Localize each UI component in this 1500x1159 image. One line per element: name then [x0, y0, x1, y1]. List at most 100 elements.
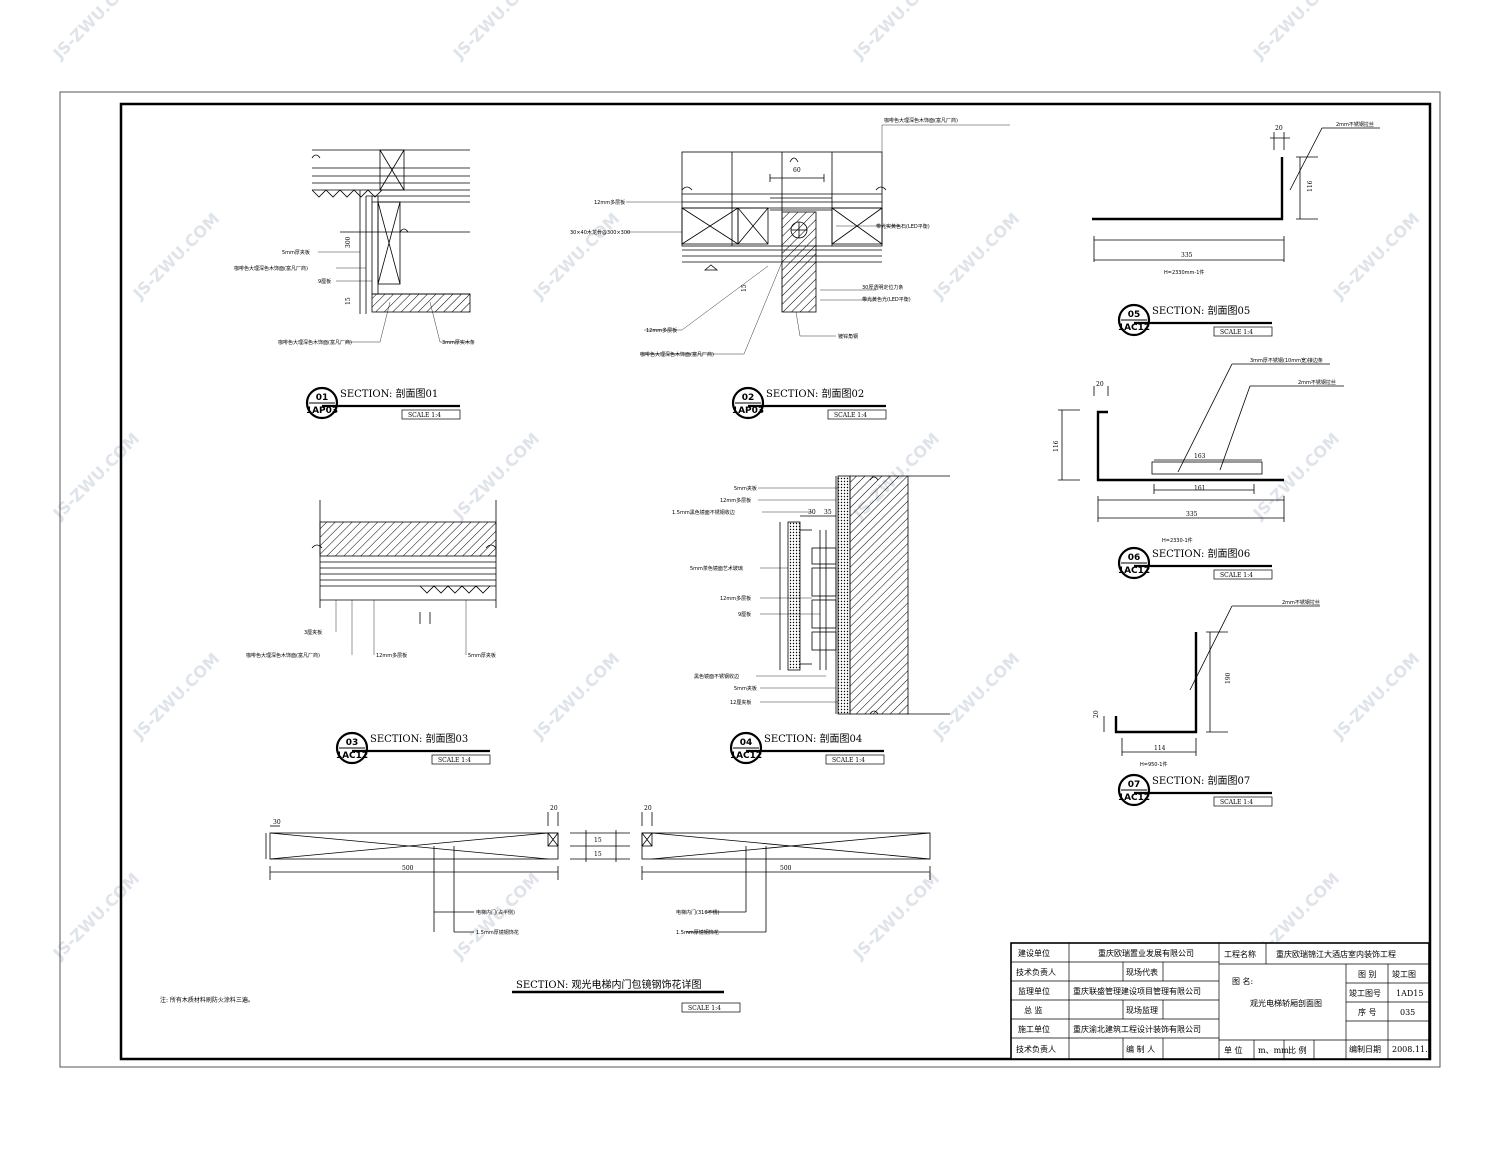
s06-dim-3: 161	[1194, 485, 1205, 492]
section-01-labels	[318, 251, 470, 343]
watermark-text: JS-ZWU.COM	[529, 649, 624, 744]
tb-right1-label: 竣工图号	[1349, 988, 1381, 998]
watermark-text: JS-ZWU.COM	[529, 209, 624, 304]
s06-label-0: 3mm厚不锈钢(10mm宽)接边条	[1250, 357, 1323, 364]
section-title: SECTION: 剖面图01	[340, 387, 438, 400]
marker-number: 01	[316, 393, 329, 403]
s07-label-0: 2mm不锈钢拉丝	[1282, 599, 1320, 606]
marker-sheet-ref: 1AC12	[1118, 323, 1150, 333]
tb-drawing-label: 图 名:	[1232, 976, 1253, 986]
s06-dim-1: 116	[1053, 440, 1060, 452]
tb-row5-label: 技术负责人	[1016, 1044, 1056, 1054]
scale-label: SCALE 1:4	[1220, 799, 1253, 806]
s02-label-0: 咖啡色大理深色木饰面(富凡厂商)	[884, 117, 958, 124]
s08-dim-2: 500	[402, 865, 414, 872]
s02-label-8: 镀锌角钢	[838, 333, 858, 340]
scale-label: SCALE 1:4	[834, 412, 867, 419]
tb-row3-label2: 现场监理	[1126, 1005, 1158, 1015]
tb-row4-label: 施工单位	[1018, 1024, 1050, 1034]
s07-dim-0: 190	[1225, 672, 1232, 684]
section-title: SECTION: 剖面图05	[1152, 304, 1250, 317]
s07-dim-1: 20	[1093, 710, 1100, 718]
s07-dim-2: 114	[1154, 745, 1166, 752]
watermark-text: JS-ZWU.COM	[929, 649, 1024, 744]
s02-dim-1: 15	[741, 284, 748, 292]
section-08-drawing	[265, 812, 931, 933]
tb-right0-value: 竣工图	[1392, 969, 1416, 979]
tb-row4-value: 重庆渝北建筑工程设计装饰有限公司	[1073, 1024, 1201, 1034]
watermark-text: JS-ZWU.COM	[1249, 429, 1344, 524]
watermark-text: JS-ZWU.COM	[1329, 649, 1424, 744]
scale-box	[431, 754, 491, 765]
tb-right1-value: 1AD15	[1396, 989, 1423, 998]
watermark-text: JS-ZWU.COM	[449, 0, 544, 64]
s03-label-3: 5mm厚夹板	[468, 652, 496, 659]
s02-label-1: 12mm多层板	[594, 199, 625, 206]
marker-number: 02	[742, 393, 755, 403]
s01-label-0: 5mm厚夹板	[282, 249, 310, 256]
s08-label-1: 1.5mm厚镜钢饰花	[476, 929, 519, 936]
s01-dim-0: 300	[345, 236, 352, 248]
marker-sheet-ref: 1AC12	[336, 751, 368, 761]
tb-row3-label: 总 监	[1024, 1005, 1043, 1015]
watermark-text: JS-ZWU.COM	[1249, 0, 1344, 64]
scale-box	[1213, 569, 1273, 580]
tb-unit-value: m、mm	[1258, 1046, 1289, 1055]
marker-sheet-ref: 1AP03	[306, 406, 338, 416]
s01-label-4: 3mm厚实木条	[442, 339, 475, 346]
section-04-drawing	[779, 475, 950, 715]
s04-label-2: 1.5mm黑色镜面不锈钢收边	[672, 509, 735, 516]
s02-label-6: 12mm多层板	[646, 327, 677, 334]
s08-dim-1: 20	[550, 805, 558, 812]
scale-label: SCALE 1:4	[408, 412, 441, 419]
s01-label-2: 9厘板	[318, 278, 331, 285]
s06-dim-0: 20	[1096, 381, 1104, 388]
section-03-labels	[335, 600, 467, 655]
watermark-text: JS-ZWU.COM	[929, 209, 1024, 304]
s06-note: H=2330-1件	[1162, 537, 1193, 544]
section-title: SECTION: 剖面图04	[764, 732, 862, 745]
s04-label-1: 12mm多层板	[720, 497, 751, 504]
scale-box	[825, 754, 885, 765]
tb-row2-value: 重庆联盛管理建设项目管理有限公司	[1073, 986, 1201, 996]
s08-label-2: 电梯内门(316不锈)	[676, 909, 719, 916]
section-07-drawing	[1103, 605, 1320, 756]
tb-ratio-label: 比 例	[1288, 1045, 1307, 1055]
tb-right2-label: 序 号	[1358, 1007, 1377, 1017]
s08-label-3: 1.5mm厚镜钢饰花	[676, 929, 719, 936]
scale-box	[1213, 326, 1273, 337]
s03-label-1: 咖啡色大理深色木饰面(富凡厂商)	[246, 652, 320, 659]
s08-label-0: 电梯内门(占半侧)	[476, 909, 515, 916]
marker-sheet-ref: 1AC12	[1118, 566, 1150, 576]
title-block: 建设单位 重庆欧瑞置业发展有限公司 技术负责人 现场代表 监理单位 重庆联盛管理…	[1010, 942, 1430, 1060]
section-01-drawing	[311, 149, 471, 314]
scale-box	[401, 409, 461, 420]
section-02-drawing	[681, 151, 887, 313]
s04-label-5: 9厘板	[738, 611, 751, 618]
s02-dim-0: 60	[793, 167, 801, 174]
s03-label-2: 12mm多层板	[376, 652, 407, 659]
s05-dim-0: 20	[1275, 125, 1283, 132]
section-05-drawing	[1092, 127, 1380, 262]
marker-number: 07	[1128, 780, 1141, 790]
s04-label-7: 5mm夹板	[734, 685, 757, 692]
watermark-text: JS-ZWU.COM	[849, 869, 944, 964]
marker-number: 05	[1128, 310, 1141, 320]
s04-label-4: 12mm多层板	[720, 595, 751, 602]
general-note: 注: 所有木质材料刷防火涂料三遍。	[160, 996, 254, 1004]
marker-number: 04	[740, 738, 753, 748]
s08-dim-0: 30	[273, 819, 281, 826]
tb-row5-label2: 编 制 人	[1126, 1044, 1155, 1054]
s05-note: H=2330mm-1件	[1164, 269, 1204, 276]
watermark-text: JS-ZWU.COM	[449, 869, 544, 964]
scale-label: SCALE 1:4	[1220, 329, 1253, 336]
scale-label: SCALE 1:4	[1220, 572, 1253, 579]
s05-label-0: 2mm不锈钢拉丝	[1336, 121, 1374, 128]
s08-dim-3: 20	[644, 805, 652, 812]
